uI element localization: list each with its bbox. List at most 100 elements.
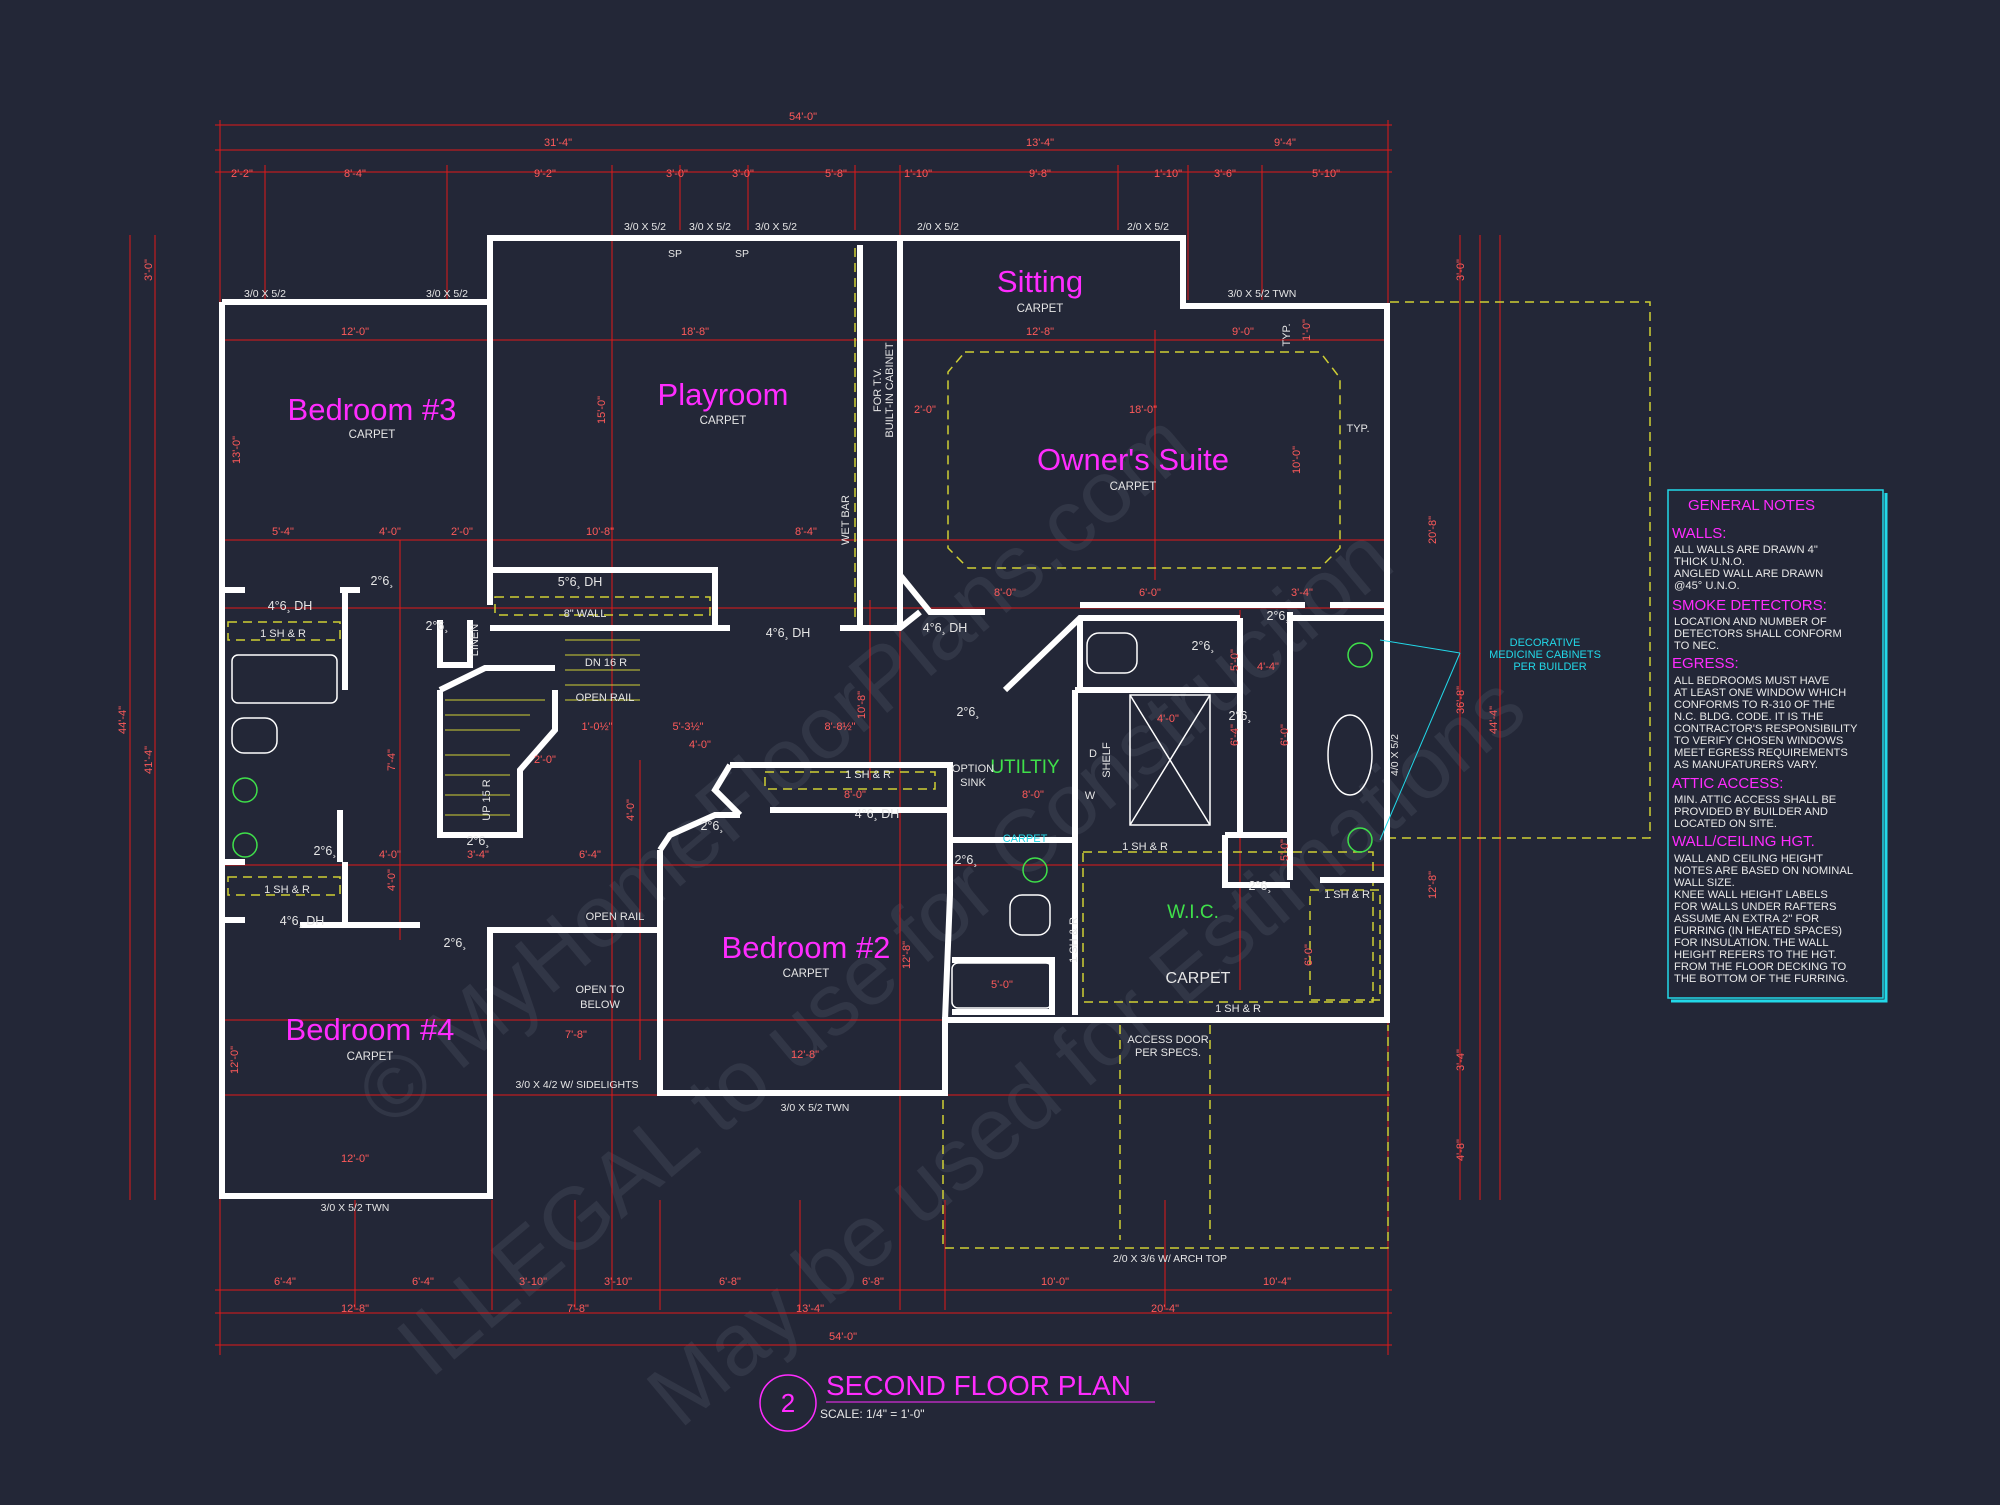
- dimension-label: 10'-0": [1041, 1276, 1069, 1288]
- dimension-label: 5'-0": [1279, 839, 1291, 861]
- window-label: 3/0 X 5/2: [244, 288, 286, 300]
- window-label: SP: [668, 248, 682, 260]
- notes-line: DETECTORS SHALL CONFORM: [1674, 628, 1842, 640]
- general-notes-panel: GENERAL NOTES WALLS: ALL WALLS ARE DRAWN…: [1667, 489, 1888, 1003]
- door-label: 2°6¸: [313, 844, 336, 858]
- notes-line: @45° U.N.O.: [1674, 580, 1740, 592]
- dimension-label: 2'-0": [451, 526, 473, 538]
- sitting-name: Sitting: [997, 264, 1083, 299]
- dimension-label: 12'-8": [1026, 326, 1054, 338]
- dimension-label: 9'-0": [1232, 326, 1254, 338]
- stairs: [445, 639, 640, 816]
- dimension-label: 12'-0": [229, 1046, 241, 1074]
- dimension-label: 41'-4": [143, 746, 155, 774]
- door-label: 2°6¸: [1266, 609, 1289, 623]
- dimension-label: 9'-8": [1029, 168, 1051, 180]
- dimension-label: 10'-0": [1291, 446, 1303, 474]
- window-label: 3/0 X 4/2 W/ SIDELIGHTS: [515, 1079, 638, 1091]
- dimension-label: 8'-4": [344, 168, 366, 180]
- dimension-label: 4'-0": [379, 526, 401, 538]
- dimension-label: 20'-8": [1427, 516, 1439, 544]
- title-number-circle: [759, 1374, 817, 1432]
- dimension-label: 6'-0": [1139, 587, 1161, 599]
- door-label: 2°6¸: [1248, 879, 1271, 893]
- notes-line: FOR INSULATION. THE WALL: [1674, 937, 1829, 949]
- dimension-label: 5'-0": [1229, 649, 1241, 671]
- dimension-label: 4'-0": [386, 869, 398, 891]
- notes-line: N.C. BLDG. CODE. IT IS THE: [1674, 711, 1823, 723]
- label: SINK: [960, 777, 986, 789]
- dimension-label: 9'-2": [534, 168, 556, 180]
- walls: [219, 235, 1390, 1199]
- notes-line: FOR WALLS UNDER RAFTERS: [1674, 901, 1836, 913]
- notes-line: MIN. ATTIC ACCESS SHALL BE: [1674, 794, 1836, 806]
- dimension-label: 3'-0": [1455, 259, 1467, 281]
- notes-line: HEIGHT REFERS TO THE HGT.: [1674, 949, 1837, 961]
- dimension-labels: 54'-0" 31'-4" 13'-4" 9'-4" 2'-2" 8'-4" 9…: [117, 111, 1500, 1343]
- dimension-label: 5'-3½": [672, 721, 703, 733]
- fixtures: [231, 632, 1373, 1009]
- playroom-floor: CARPET: [700, 415, 747, 427]
- notes-line: LOCATION AND NUMBER OF: [1674, 616, 1827, 628]
- notes-line: ALL WALLS ARE DRAWN 4": [1674, 544, 1818, 556]
- dimension-label: 4'-4": [1257, 661, 1279, 673]
- plan-scale: SCALE: 1/4" = 1'-0": [820, 1407, 925, 1421]
- notes-line: FURRING (IN HEATED SPACES): [1674, 925, 1842, 937]
- label: OPEN TO: [575, 984, 625, 996]
- notes-line: CONFORMS TO R-310 OF THE: [1674, 699, 1835, 711]
- dimension-label: 5'-8": [825, 168, 847, 180]
- dimension-label: 13'-0": [231, 436, 243, 464]
- dimension-label: 5'-0": [991, 979, 1013, 991]
- dimension-label: 7'-8": [567, 1303, 589, 1315]
- dimension-label: 6'-8": [719, 1276, 741, 1288]
- bedroom2-floor: CARPET: [783, 968, 830, 980]
- dimension-label: 20'-4": [1151, 1303, 1179, 1315]
- window-label: SP: [735, 248, 749, 260]
- door-label: 2°6¸: [370, 574, 393, 588]
- notes-line: TO VERIFY CHOSEN WINDOWS: [1674, 735, 1843, 747]
- label: DN 16 R: [585, 657, 627, 669]
- title-number: 2: [781, 1388, 795, 1418]
- label: D: [1089, 748, 1097, 760]
- door-label: 4°6¸ DH: [923, 621, 968, 635]
- label: DECORATIVE: [1510, 637, 1581, 649]
- sitting-floor: CARPET: [1017, 303, 1064, 315]
- label: CARPET: [1003, 833, 1048, 845]
- notes-line: AT LEAST ONE WINDOW WHICH: [1674, 687, 1846, 699]
- dashed-elements: [227, 248, 1651, 1249]
- dimension-label: 8'-0": [994, 587, 1016, 599]
- dimension-label: 44'-4": [117, 706, 129, 734]
- notes-line: NOTES ARE BASED ON NOMINAL: [1674, 865, 1853, 877]
- door-label: 2°6¸: [700, 819, 723, 833]
- label: 1 SH & R: [1122, 841, 1168, 853]
- window-label: 2/0 X 5/2: [917, 221, 959, 233]
- notes-attic-heading: ATTIC ACCESS:: [1672, 775, 1783, 792]
- dimension-label: 4'-0": [1157, 713, 1179, 725]
- dimension-label: 54'-0": [789, 111, 817, 123]
- label: OPTION: [952, 763, 994, 775]
- dimension-label: 12'-8": [901, 941, 913, 969]
- label: BELOW: [580, 999, 620, 1011]
- window-label: 2/0 X 3/6 W/ ARCH TOP: [1113, 1253, 1227, 1265]
- window-label: 3/0 X 5/2: [426, 288, 468, 300]
- notes-line: WALL SIZE.: [1674, 877, 1735, 889]
- notes-walls-heading: WALLS:: [1672, 525, 1726, 542]
- annotation-labels: 1 SH & R 1 SH & R 1 SH & R 1 SH & R 1 SH…: [260, 323, 1601, 1059]
- dimension-label: 10'-4": [1263, 1276, 1291, 1288]
- bedroom4-floor: CARPET: [347, 1051, 394, 1063]
- bedroom3-name: Bedroom #3: [288, 392, 457, 427]
- door-label: 4°6¸ DH: [268, 599, 313, 613]
- dimension-label: 6'-4": [579, 849, 601, 861]
- door-label: 2°6¸: [1228, 709, 1251, 723]
- dimension-label: 3'-10": [604, 1276, 632, 1288]
- door-label: 4°6¸ DH: [766, 626, 811, 640]
- label: PER BUILDER: [1513, 661, 1586, 673]
- dimension-label: 4'-0": [379, 849, 401, 861]
- notes-line: ALL BEDROOMS MUST HAVE: [1674, 675, 1829, 687]
- label: OPEN RAIL: [586, 911, 645, 923]
- label: WET BAR: [840, 495, 852, 545]
- notes-line: THE BOTTOM OF THE FURRING.: [1674, 973, 1848, 985]
- label: ACCESS DOOR: [1127, 1034, 1208, 1046]
- notes-line: KNEE WALL HEIGHT LABELS: [1674, 889, 1828, 901]
